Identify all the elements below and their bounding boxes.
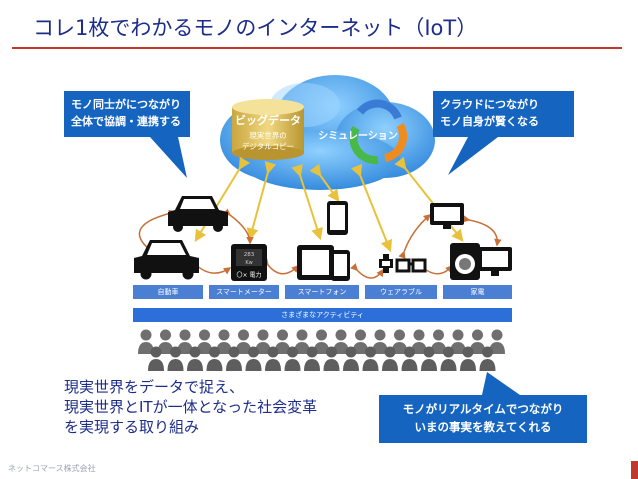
person-icon [274, 329, 291, 354]
car-icon [168, 196, 228, 232]
person-icon [460, 346, 476, 371]
person-icon [138, 329, 154, 354]
person-icon [265, 346, 281, 371]
person-icon [255, 329, 271, 354]
smartwatch-icon [379, 254, 393, 273]
person-icon [226, 346, 242, 371]
summary-text: 現実世界をデータで捉え、 現実世界とITが一体となった社会変革 を実現する取り組… [64, 377, 364, 437]
person-icon [157, 329, 174, 354]
callout-tr-line1: クラウドにつながり [440, 98, 539, 111]
arrow-tablet [291, 164, 323, 241]
person-icon [450, 329, 466, 354]
person-icon [313, 329, 330, 354]
smart-glasses-icon [395, 258, 427, 273]
category-appliance: 家電 [443, 285, 512, 299]
arrow-wearable [350, 163, 393, 253]
arrow-meter [246, 161, 277, 241]
person-icon [391, 329, 408, 354]
meter-unit: Kw [245, 260, 252, 266]
callout-tl-pointer [150, 137, 187, 178]
person-icon [469, 329, 486, 354]
person-icon [148, 346, 164, 371]
person-icon [421, 346, 437, 371]
bigdata-cylinder-icon [232, 99, 304, 160]
person-icon [333, 329, 349, 354]
person-icon [372, 329, 388, 354]
footer-accent [631, 461, 638, 479]
person-icon [196, 329, 213, 354]
person-icon [479, 346, 496, 371]
person-icon [401, 346, 418, 371]
category-smartphone: スマートフォン [285, 285, 359, 299]
monitor-icon [430, 203, 464, 229]
callout-things-connect: モノ同士がにつながり 全体で協調・連携する [64, 91, 190, 137]
arrow-phone [309, 163, 340, 202]
person-icon [352, 329, 369, 354]
title-underline [12, 47, 622, 49]
summary-line-3: を実現する取り組み [64, 418, 200, 436]
callout-tr-line2: モノ自身が賢くなる [440, 115, 539, 128]
smart-meter-icon: 283 Kw 〇× 電力 [231, 244, 267, 281]
person-icon [216, 329, 232, 354]
category-smart-meter: スマートメーター [209, 285, 279, 299]
person-icon [284, 346, 301, 371]
tablet-icon [297, 245, 334, 280]
simulation-label: シミュレーション [318, 130, 398, 142]
callout-tr-pointer [448, 137, 498, 175]
activity-bar: さまざまなアクティビティ [133, 308, 512, 322]
monitor-icon-2 [478, 247, 512, 276]
meter-value: 283 [244, 252, 255, 258]
person-icon [430, 329, 447, 354]
callout-tl-line1: モノ同士がにつながり [71, 98, 181, 111]
category-wearable: ウェアラブル [365, 285, 437, 299]
car-icon-2 [134, 240, 199, 280]
summary-line-1: 現実世界をデータで捉え、 [64, 378, 245, 396]
person-icon [235, 329, 252, 354]
device-link-arrows [138, 208, 502, 279]
simulation-cycle-icon [349, 99, 408, 165]
bigdata-sub1: 現実世界の [249, 130, 287, 140]
person-icon [411, 329, 427, 354]
washing-machine-icon [450, 243, 480, 280]
arrow-car [194, 156, 251, 243]
callout-br-line1: モノがリアルタイムでつながり [402, 402, 564, 416]
person-icon [294, 329, 310, 354]
people-crowd [138, 329, 505, 371]
person-icon [167, 346, 184, 371]
person-icon [440, 346, 457, 371]
person-icon [304, 346, 320, 371]
person-icon [323, 346, 340, 371]
footer-company: ネットコマース株式会社 [8, 464, 96, 473]
person-icon [245, 346, 262, 371]
person-icon [177, 329, 193, 354]
callout-cloud-connect: クラウドにつながり モノ自身が賢くなる [433, 91, 574, 137]
summary-line-2: 現実世界とITが一体となった社会変革 [64, 398, 318, 416]
callout-realtime: モノがリアルタイムでつながり いまの事実を教えてくれる [379, 395, 587, 443]
person-icon [489, 329, 505, 354]
callout-br-line2: いまの事実を教えてくれる [414, 420, 552, 434]
person-icon [187, 346, 203, 371]
person-icon [343, 346, 359, 371]
person-icon [382, 346, 398, 371]
callout-br-pointer [482, 372, 520, 395]
page-title: コレ1枚でわかるモノのインターネット（IoT） [33, 16, 478, 40]
bigdata-sub2: デジタルコピー [242, 141, 294, 151]
meter-caption: 〇× 電力 [237, 271, 262, 279]
smartphone-icon [331, 250, 350, 281]
bigdata-label: ビッグデータ [235, 113, 301, 127]
smartphone-icon-2 [327, 201, 348, 235]
category-car: 自動車 [133, 285, 203, 299]
callout-tl-line2: 全体で協調・連携する [71, 115, 181, 128]
person-icon [206, 346, 223, 371]
person-icon [362, 346, 379, 371]
